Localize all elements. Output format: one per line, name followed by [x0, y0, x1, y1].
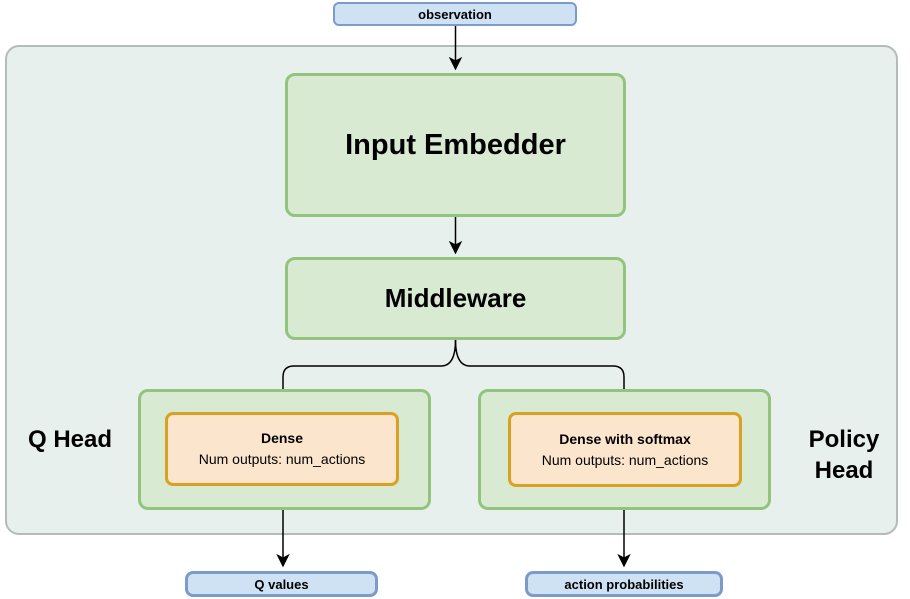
policy-dense-subtitle: Num outputs: num_actions [541, 451, 709, 468]
input-embedder-box: Input Embedder [285, 73, 626, 217]
q-dense-box: Dense Num outputs: num_actions [165, 412, 399, 486]
policy-dense-title: Dense with softmax [559, 430, 691, 447]
policy-dense-box: Dense with softmax Num outputs: num_acti… [508, 412, 742, 487]
policy-head-label: Policy Head [808, 426, 880, 484]
q-dense-subtitle: Num outputs: num_actions [198, 451, 366, 467]
q-values-box: Q values [185, 571, 378, 597]
middleware-box: Middleware [285, 257, 626, 340]
q-dense-title: Dense [260, 430, 304, 446]
q-head-label: Q Head [27, 426, 113, 453]
action-probabilities-box: action probabilities [525, 571, 723, 597]
observation-box: observation [333, 2, 577, 26]
